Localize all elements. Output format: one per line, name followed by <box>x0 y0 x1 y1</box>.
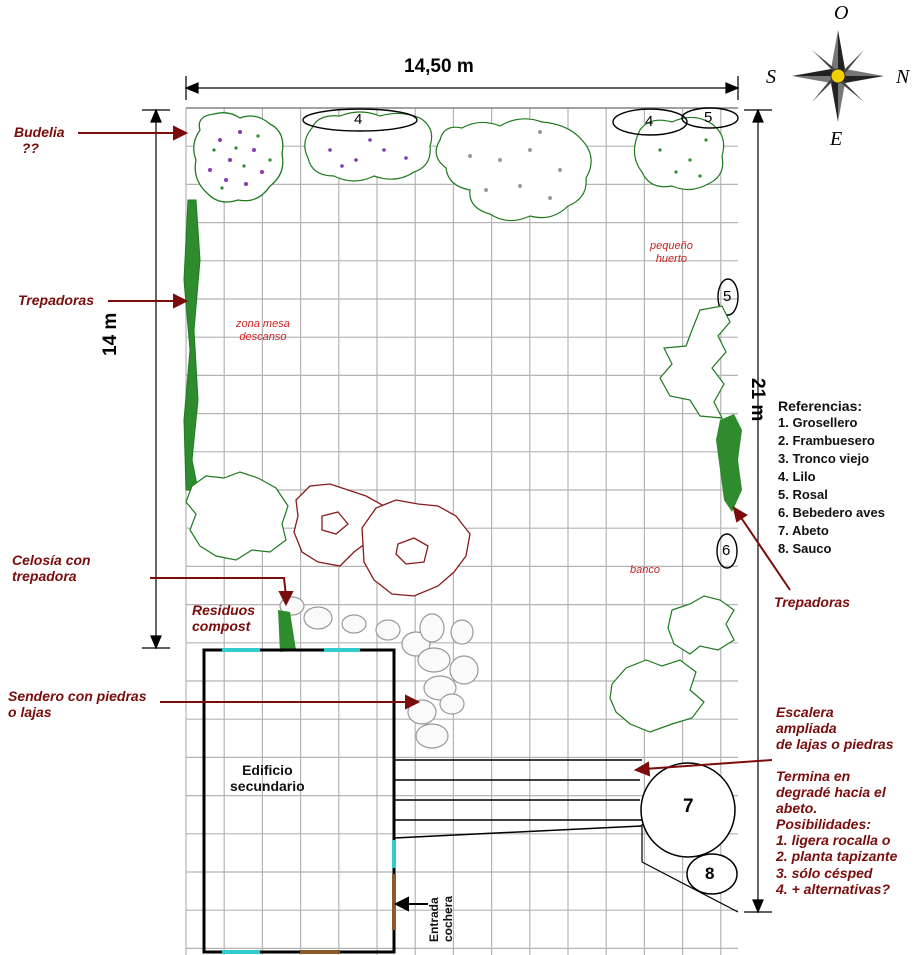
compass-rose-icon <box>792 30 884 122</box>
label-termina: Termina en degradé hacia el abeto. Posib… <box>776 768 898 897</box>
marker-abeto: 7 <box>683 796 694 817</box>
building-entrance: Entrada cochera <box>427 895 455 942</box>
shrub-lilo-1 <box>304 111 433 182</box>
reference-item: 5. Rosal <box>778 486 828 502</box>
stairs <box>393 759 643 839</box>
entrance-arrow-icon <box>393 896 428 912</box>
tree-grosellero-cluster <box>435 118 592 222</box>
reference-item: 6. Bebedero aves <box>778 504 885 520</box>
shrub-left-bottom <box>185 471 289 561</box>
zone-banco: banco <box>630 564 660 576</box>
shrub-right-small <box>667 595 735 655</box>
shrub-right-bottom <box>609 659 705 733</box>
label-budelia: Budelia ?? <box>14 124 65 157</box>
label-trepadoras-left: Trepadoras <box>18 292 94 308</box>
climbers-left <box>183 199 201 491</box>
marker-rosal-top: 5 <box>704 109 713 126</box>
width-dimension <box>184 76 740 100</box>
compass-s: S <box>766 66 776 88</box>
right-height-dimension <box>744 108 772 914</box>
abeto-edge-line-2 <box>641 861 739 913</box>
marker-rosal-right: 5 <box>723 288 732 305</box>
secondary-building <box>202 648 396 954</box>
height-right-label: 21 m <box>747 378 768 422</box>
climbers-right <box>716 414 742 512</box>
label-sendero: Sendero con piedras o lajas <box>8 688 147 721</box>
zone-mesa: zona mesa descanso <box>236 318 290 343</box>
reference-item: 2. Frambuesero <box>778 432 875 448</box>
marker-ellipse-rosal-right <box>717 278 739 316</box>
width-label: 14,50 m <box>404 56 474 77</box>
marker-ellipse-rosal-top <box>681 107 739 129</box>
label-escalera: Escalera ampliada de lajas o piedras <box>776 704 894 753</box>
stepping-stones-path <box>279 596 479 749</box>
annotation-arrows <box>78 125 791 777</box>
reference-item: 7. Abeto <box>778 522 829 538</box>
tree-abeto <box>640 762 736 858</box>
marker-lilo-2: 4 <box>645 113 654 130</box>
zone-huerto: pequeño huerto <box>650 240 693 265</box>
lattice-climber <box>278 610 296 652</box>
tree-tronco-viejo-2 <box>361 499 471 597</box>
reference-item: 8. Sauco <box>778 540 832 556</box>
marker-ellipse-lilo-1 <box>302 108 418 132</box>
label-trepadoras-right: Trepadoras <box>774 594 850 610</box>
label-residuos: Residuos compost <box>192 602 256 635</box>
marker-sauco: 8 <box>705 864 715 883</box>
tree-sauco <box>686 853 738 895</box>
references-list: 1. Grosellero 2. Frambuesero 3. Tronco v… <box>778 415 885 560</box>
reference-item: 3. Tronco viejo <box>778 450 870 466</box>
label-celosia: Celosía con trepadora <box>12 552 91 585</box>
compass-n: N <box>896 66 910 88</box>
reference-item: 1. Grosellero <box>778 415 858 430</box>
height-left-label: 14 m <box>100 312 121 356</box>
shrub-budelia <box>193 112 284 203</box>
reference-item: 4. Lilo <box>778 468 816 484</box>
marker-bebedero: 6 <box>722 542 731 559</box>
references-title: Referencias: <box>778 398 863 414</box>
marker-lilo-1: 4 <box>354 111 363 128</box>
building-name: Edificio secundario <box>230 762 305 795</box>
compass-e: E <box>830 128 843 150</box>
compass-o: O <box>834 2 849 24</box>
left-height-dimension <box>142 108 170 650</box>
marker-ellipse-lilo-2 <box>612 108 688 136</box>
marker-ellipse-bebedero <box>716 533 738 569</box>
shrub-rosal-right <box>659 305 731 419</box>
